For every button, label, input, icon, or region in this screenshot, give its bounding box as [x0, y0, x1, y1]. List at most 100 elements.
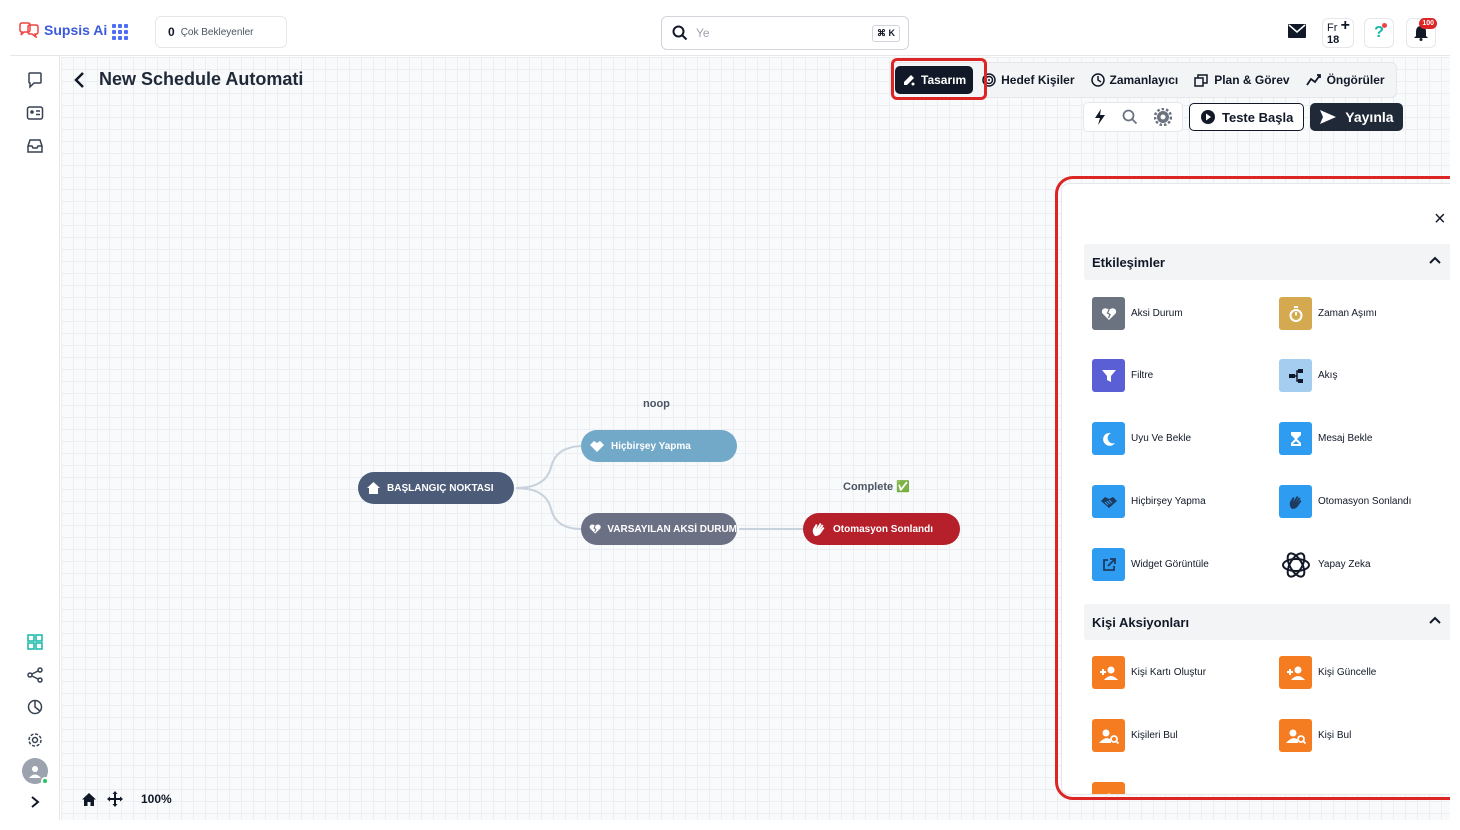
item-label: Kişi Kartı Oluştur: [1131, 667, 1207, 678]
external-icon: [1092, 548, 1125, 581]
zoom-level[interactable]: 100%: [141, 792, 172, 806]
find-persons-icon: [1092, 719, 1125, 752]
notifications-button[interactable]: 100: [1406, 18, 1437, 48]
online-indicator: [41, 777, 49, 785]
tab-ongoruler[interactable]: Öngörüler: [1299, 66, 1392, 94]
panel-highlight-box: [1055, 176, 1450, 800]
item-label: Akış: [1318, 370, 1338, 381]
publish-button[interactable]: Yayınla: [1310, 103, 1403, 131]
user-status-button[interactable]: Fr 18 +: [1322, 18, 1354, 48]
library-item-kisi-bul[interactable]: Kişi Bul: [1279, 719, 1351, 752]
avatar[interactable]: [22, 758, 49, 785]
brand-logo[interactable]: Supsis Ai: [18, 22, 107, 38]
search-input[interactable]: Ye ⌘ K: [661, 16, 909, 50]
item-label: Filtre: [1131, 370, 1154, 381]
tab-tasarim[interactable]: Tasarım: [895, 66, 974, 94]
node-label: VARSAYILAN AKSİ DURUM: [607, 523, 737, 535]
lightning-icon[interactable]: [1094, 109, 1106, 125]
toolbar-icon-group: [1083, 102, 1183, 132]
library-item-zaman-asimi[interactable]: Zaman Aşımı: [1279, 297, 1377, 330]
item-label: Kişileri Bul: [1131, 730, 1178, 741]
library-item-partial[interactable]: [1092, 782, 1125, 794]
publish-label: Yayınla: [1345, 109, 1394, 125]
broken-heart-icon: [1092, 297, 1125, 330]
handshake-icon: [1092, 485, 1125, 518]
dashboard-icon[interactable]: [25, 632, 45, 652]
tab-plan-gorev[interactable]: Plan & Görev: [1187, 66, 1296, 94]
search-icon[interactable]: [1122, 109, 1138, 125]
contacts-card-icon[interactable]: [25, 103, 45, 123]
canvas-toolbar: Teste Başla Yayınla: [1083, 102, 1403, 132]
library-item-kisileri-bul[interactable]: Kişileri Bul: [1092, 719, 1178, 752]
item-label: Zaman Aşımı: [1318, 308, 1377, 319]
noop-node[interactable]: Hiçbirşey Yapma: [581, 430, 737, 462]
inbox-icon[interactable]: [25, 136, 45, 156]
wave-icon: [812, 523, 825, 536]
library-item-widget-goruntule[interactable]: Widget Görüntüle: [1092, 548, 1209, 581]
default-node[interactable]: VARSAYILAN AKSİ DURUM: [581, 513, 737, 545]
search-icon: [672, 25, 688, 41]
start-node[interactable]: BAŞLANGIÇ NOKTASI: [358, 472, 514, 504]
tab-bar: Tasarım Hedef Kişiler Zamanlayıcı Plan &…: [890, 62, 1397, 98]
waiting-count: 0: [168, 25, 175, 39]
brand-name: Supsis Ai: [44, 22, 108, 38]
settings-icon[interactable]: [25, 730, 45, 750]
node-label: BAŞLANGIÇ NOKTASI: [387, 482, 494, 494]
mail-icon[interactable]: [1288, 24, 1306, 38]
section-etkilesimler[interactable]: Etkileşimler: [1084, 244, 1450, 280]
reports-icon[interactable]: [25, 697, 45, 717]
close-icon[interactable]: ×: [1434, 208, 1446, 230]
library-item-hicbirsey-yapma[interactable]: Hiçbirşey Yapma: [1092, 485, 1206, 518]
left-rail: [10, 56, 60, 820]
tab-label: Hedef Kişiler: [1001, 73, 1075, 87]
expand-chevron-icon[interactable]: [25, 792, 45, 812]
page-title: New Schedule Automati: [73, 69, 313, 90]
move-icon[interactable]: [107, 791, 123, 807]
section-title: Kişi Aksiyonları: [1092, 614, 1190, 630]
user-number: 18: [1327, 34, 1340, 46]
section-title: Etkileşimler: [1092, 254, 1165, 270]
flow-canvas[interactable]: New Schedule Automati Tasarım Hedef Kişi…: [61, 57, 1450, 820]
library-item-kisi-karti-olustur[interactable]: Kişi Kartı Oluştur: [1092, 656, 1206, 689]
flow-icon: [1279, 359, 1312, 392]
wave-icon: [1279, 485, 1312, 518]
start-test-button[interactable]: Teste Başla: [1189, 103, 1305, 131]
library-item-otomasyon-sonlandi[interactable]: Otomasyon Sonlandı: [1279, 485, 1411, 518]
library-item-aksi-durum[interactable]: Aksi Durum: [1092, 297, 1183, 330]
library-item-yapay-zeka[interactable]: Yapay Zeka: [1279, 548, 1371, 581]
chevron-up-icon: [1429, 256, 1441, 264]
help-icon: ?: [1374, 24, 1384, 41]
library-item-mesaj-bekle[interactable]: Mesaj Bekle: [1279, 422, 1372, 455]
back-arrow-icon[interactable]: [73, 71, 85, 88]
chat-icon[interactable]: [25, 70, 45, 90]
apps-grid-icon[interactable]: [112, 24, 128, 40]
flow-edges: [515, 445, 803, 530]
user-code: Fr: [1327, 22, 1338, 34]
edge-start-noop: [515, 445, 582, 489]
help-button[interactable]: ?: [1364, 18, 1394, 48]
home-icon[interactable]: [81, 792, 97, 807]
canvas-controls: 100%: [81, 791, 172, 807]
section-kisi-aksiyonlari[interactable]: Kişi Aksiyonları: [1084, 604, 1450, 640]
library-item-uyu-ve-bekle[interactable]: Uyu Ve Bekle: [1092, 422, 1191, 455]
gear-icon[interactable]: [1154, 108, 1172, 126]
end-node[interactable]: Otomasyon Sonlandı: [803, 513, 960, 545]
logo-icon: [19, 22, 39, 38]
node-label: Hiçbirşey Yapma: [611, 440, 691, 452]
share-icon[interactable]: [25, 665, 45, 685]
library-item-akis[interactable]: Akış: [1279, 359, 1337, 392]
bell-icon: [1414, 26, 1428, 41]
waiting-button[interactable]: 0 Çok Bekleyenler: [155, 16, 287, 48]
library-item-filtre[interactable]: Filtre: [1092, 359, 1153, 392]
item-label: Mesaj Bekle: [1318, 433, 1373, 444]
app-frame: Supsis Ai 0 Çok Bekleyenler Ye ⌘ K Fr 18…: [10, 10, 1450, 820]
handshake-icon: [590, 441, 604, 452]
node-label: Otomasyon Sonlandı: [833, 523, 934, 535]
tab-zamanlayici[interactable]: Zamanlayıcı: [1084, 66, 1186, 94]
library-item-kisi-guncelle[interactable]: Kişi Güncelle: [1279, 656, 1376, 689]
filter-icon: [1092, 359, 1125, 392]
item-label: Otomasyon Sonlandı: [1318, 496, 1412, 507]
tab-label: Öngörüler: [1326, 73, 1385, 87]
help-indicator: [1382, 23, 1387, 28]
send-icon: [1320, 110, 1337, 124]
